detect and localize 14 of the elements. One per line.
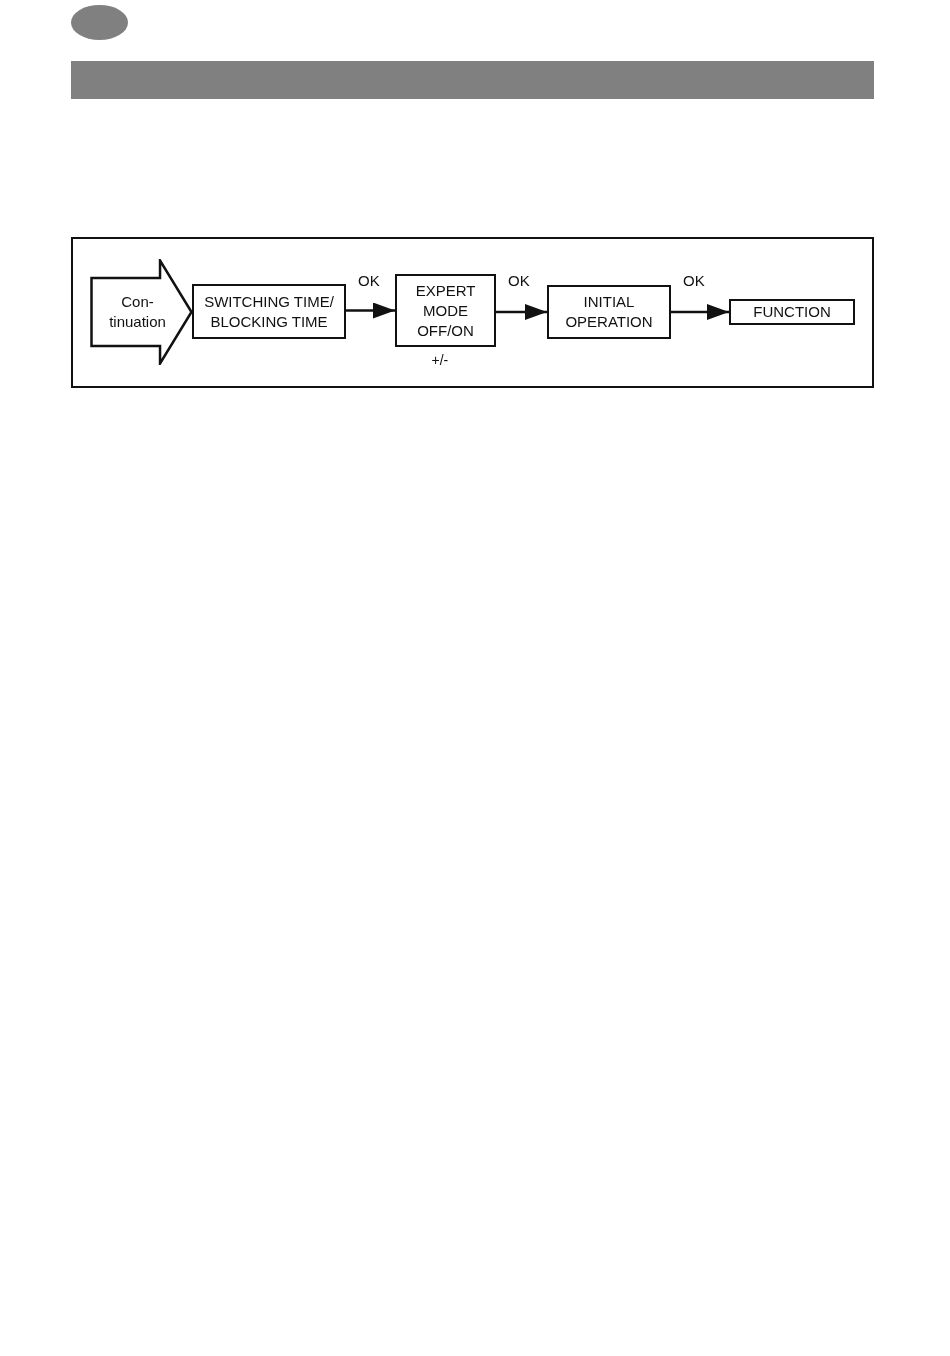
node-text: FUNCTION bbox=[752, 302, 832, 322]
arrow bbox=[671, 304, 729, 320]
arrow bbox=[496, 304, 547, 320]
process-box bbox=[729, 299, 855, 325]
node-caption: +/- bbox=[431, 352, 449, 368]
process-box bbox=[547, 285, 671, 339]
process-box bbox=[192, 284, 346, 339]
block-arrow bbox=[90, 259, 193, 365]
node-text: INITIAL OPERATION bbox=[564, 292, 654, 332]
node-text: SWITCHING TIME/ BLOCKING TIME bbox=[203, 291, 335, 332]
process-box bbox=[395, 274, 496, 347]
arrow bbox=[346, 302, 395, 319]
node-text: EXPERT MODE OFF/ON bbox=[414, 280, 477, 341]
node-text: Con- tinuation bbox=[108, 292, 167, 332]
